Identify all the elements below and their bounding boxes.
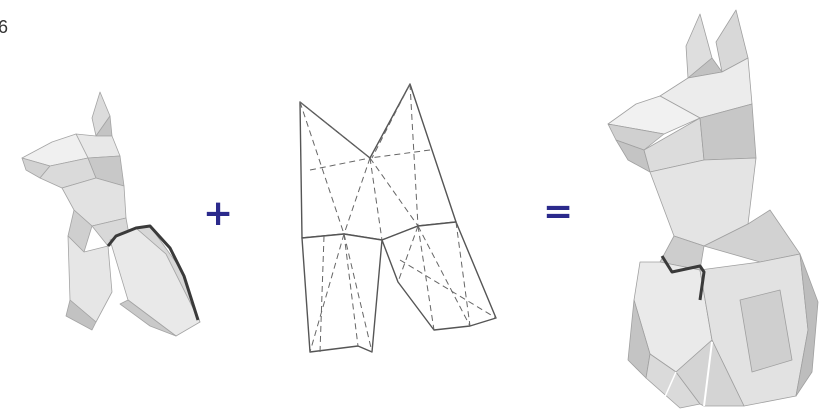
papercraft-assembly-figure: 6 + xyxy=(0,0,822,415)
completed-dog-model-icon xyxy=(0,0,822,415)
